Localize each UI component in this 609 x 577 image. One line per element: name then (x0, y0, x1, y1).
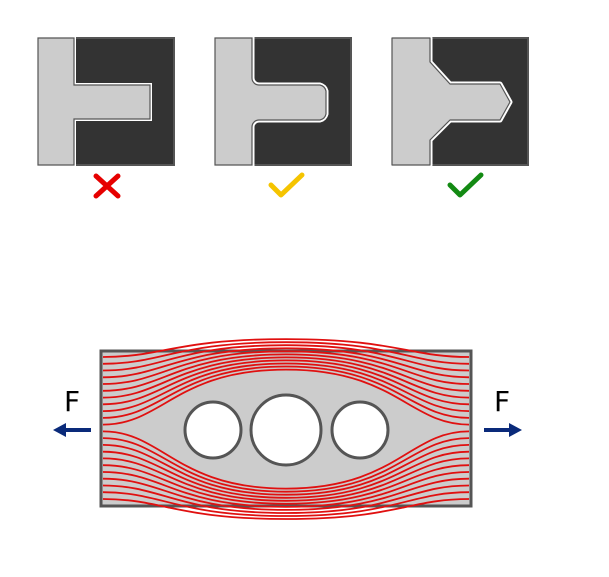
joint-rounded-undercut (212, 35, 352, 198)
stress-line (102, 347, 470, 379)
stress-line (102, 437, 470, 493)
t-insert-outline (37, 37, 151, 166)
stress-line (102, 362, 470, 412)
hole-center (249, 393, 323, 467)
stress-flow-lines (102, 338, 470, 520)
t-insert-outline (214, 37, 327, 166)
stress-line (102, 359, 470, 406)
stress-line (102, 368, 470, 426)
stress-line (102, 444, 470, 496)
force-left-label: F (64, 385, 80, 418)
force-left: F (53, 385, 91, 437)
hole-left (183, 400, 243, 460)
stress-line (102, 491, 470, 517)
stress-line (102, 498, 470, 520)
stress-line (102, 471, 470, 508)
stress-line (102, 464, 470, 505)
stress-line (102, 344, 470, 372)
stress-line (102, 457, 470, 502)
stress-line (102, 356, 470, 399)
check-icon (268, 172, 305, 198)
stress-plate (99, 338, 473, 520)
stress-line (102, 365, 470, 419)
check-icon (447, 172, 484, 198)
cross-icon (93, 173, 121, 199)
t-insert-outline (391, 37, 511, 166)
arrow-left-icon (53, 423, 91, 437)
force-right-label: F (494, 385, 510, 418)
joint-sharp-corner (36, 36, 175, 199)
stress-line (102, 477, 470, 511)
stress-line (102, 353, 470, 392)
joint-chamfered-fillet (389, 35, 529, 198)
hole-right (330, 400, 390, 460)
force-right: F (484, 385, 522, 437)
arrow-right-icon (484, 423, 522, 437)
stress-line (102, 430, 470, 490)
stress-line (102, 341, 470, 365)
stress-line (102, 484, 470, 514)
stress-line (102, 338, 470, 358)
stress-line (102, 350, 470, 385)
stress-line (102, 450, 470, 499)
